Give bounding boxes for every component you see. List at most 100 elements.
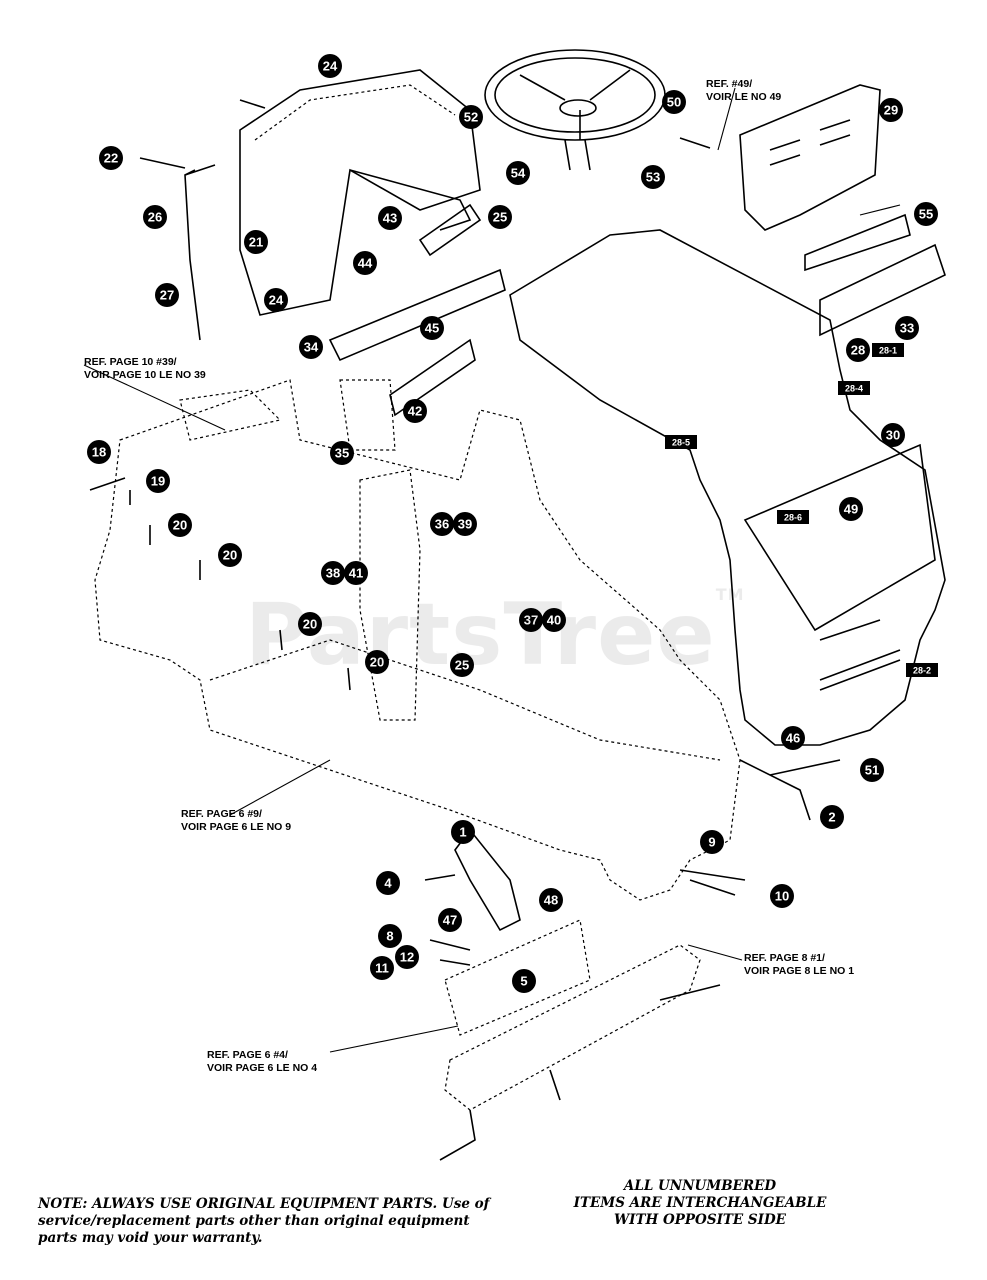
watermark-mark: TM — [715, 585, 745, 604]
callout-circle — [403, 399, 427, 423]
callout-circle — [298, 612, 322, 636]
part-callout-55: 55 — [914, 202, 938, 226]
callout-number: 12 — [400, 950, 414, 965]
reference-line: REF. PAGE 6 #9/ — [181, 808, 262, 820]
part-callout-37: 37 — [519, 608, 543, 632]
callout-circle — [99, 146, 123, 170]
part-callout-18: 18 — [87, 440, 111, 464]
callout-number: 41 — [349, 566, 363, 581]
callout-circle — [700, 830, 724, 854]
reference-line: VOIR PAGE 6 LE NO 4 — [207, 1062, 317, 1074]
reference-line: VOIR PAGE 8 LE NO 1 — [744, 965, 854, 977]
front-axle-part — [439, 759, 841, 1161]
part-callout-49: 49 — [839, 497, 863, 521]
part-callout-40: 40 — [542, 608, 566, 632]
callout-circle — [330, 441, 354, 465]
part-callout-2: 2 — [820, 805, 844, 829]
callout-number: 25 — [493, 210, 507, 225]
sub-part-tag-28-5: 28-5 — [665, 435, 697, 449]
part-callout-53: 53 — [641, 165, 665, 189]
reference-line: REF. PAGE 8 #1/ — [744, 952, 825, 964]
watermark: PartsTreeTM — [245, 585, 745, 685]
part-callout-28: 28 — [846, 338, 870, 362]
callout-number: 28 — [851, 343, 865, 358]
callout-number: 18 — [92, 445, 106, 460]
part-callout-20: 20 — [298, 612, 322, 636]
part-callout-1: 1 — [451, 820, 475, 844]
tag-label: 28-1 — [879, 346, 897, 356]
part-callout-4: 4 — [376, 871, 400, 895]
callout-circle — [879, 98, 903, 122]
callout-number: 47 — [443, 913, 457, 928]
part-callout-47: 47 — [438, 908, 462, 932]
part-callout-52: 52 — [459, 105, 483, 129]
interchangeable-line-3: WITH OPPOSITE SIDE — [614, 1212, 786, 1228]
callout-circle — [155, 283, 179, 307]
callout-circle — [143, 205, 167, 229]
part-callout-43: 43 — [378, 206, 402, 230]
part-callout-25: 25 — [450, 653, 474, 677]
callout-number: 25 — [455, 658, 469, 673]
callout-circle — [881, 423, 905, 447]
callout-number: 50 — [667, 95, 681, 110]
rod-part — [184, 164, 216, 341]
callout-circle — [539, 888, 563, 912]
part-callout-50: 50 — [662, 90, 686, 114]
callout-circle — [895, 316, 919, 340]
callout-number: 36 — [435, 517, 449, 532]
callout-circle — [218, 543, 242, 567]
dash-panel-part — [739, 84, 946, 337]
tag-label: 28-4 — [845, 384, 863, 394]
tag-label: 28-2 — [913, 666, 931, 676]
callout-circle — [860, 758, 884, 782]
part-callout-20: 20 — [168, 513, 192, 537]
callout-number: 20 — [303, 617, 317, 632]
callout-circle — [420, 316, 444, 340]
callout-number: 24 — [269, 293, 284, 308]
callouts: 1245891011121819202020202122242425252627… — [87, 54, 938, 993]
callout-circle — [506, 161, 530, 185]
callout-number: 24 — [323, 59, 338, 74]
part-callout-25: 25 — [488, 205, 512, 229]
callout-number: 52 — [464, 110, 478, 125]
callout-circle — [459, 105, 483, 129]
callout-circle — [395, 945, 419, 969]
sub-part-tags: 28-1 28-4 28-5 28-6 28-2 — [665, 343, 938, 677]
part-callout-24: 24 — [264, 288, 288, 312]
part-callout-5: 5 — [512, 969, 536, 993]
callout-number: 34 — [304, 340, 319, 355]
part-callout-39: 39 — [453, 512, 477, 536]
callout-number: 43 — [383, 211, 397, 226]
callout-number: 33 — [900, 321, 914, 336]
callout-number: 35 — [335, 446, 349, 461]
part-callout-10: 10 — [770, 884, 794, 908]
sub-part-tag-28-4: 28-4 — [838, 381, 870, 395]
part-callout-45: 45 — [420, 316, 444, 340]
callout-number: 39 — [458, 517, 472, 532]
watermark-text: PartsTree — [245, 585, 716, 685]
interchangeable-line-2: ITEMS ARE INTERCHANGEABLE — [573, 1195, 827, 1211]
reference-line: REF. #49/ — [706, 78, 752, 90]
tag-label: 28-6 — [784, 513, 802, 523]
callout-number: 27 — [160, 288, 174, 303]
callout-circle — [781, 726, 805, 750]
callout-number: 5 — [520, 974, 527, 989]
callout-circle — [353, 251, 377, 275]
callout-number: 22 — [104, 151, 118, 166]
part-callout-21: 21 — [244, 230, 268, 254]
warranty-note: NOTE: ALWAYS USE ORIGINAL EQUIPMENT PART… — [38, 1196, 490, 1246]
reference-line: VOIR PAGE 6 LE NO 9 — [181, 821, 291, 833]
callout-circle — [450, 653, 474, 677]
callout-number: 45 — [425, 321, 439, 336]
callout-number: 29 — [884, 103, 898, 118]
callout-number: 46 — [786, 731, 800, 746]
callout-circle — [146, 469, 170, 493]
part-callout-19: 19 — [146, 469, 170, 493]
callout-number: 49 — [844, 502, 858, 517]
part-callout-48: 48 — [539, 888, 563, 912]
hood-part — [509, 229, 946, 746]
part-callout-26: 26 — [143, 205, 167, 229]
part-callout-36: 36 — [430, 512, 454, 536]
